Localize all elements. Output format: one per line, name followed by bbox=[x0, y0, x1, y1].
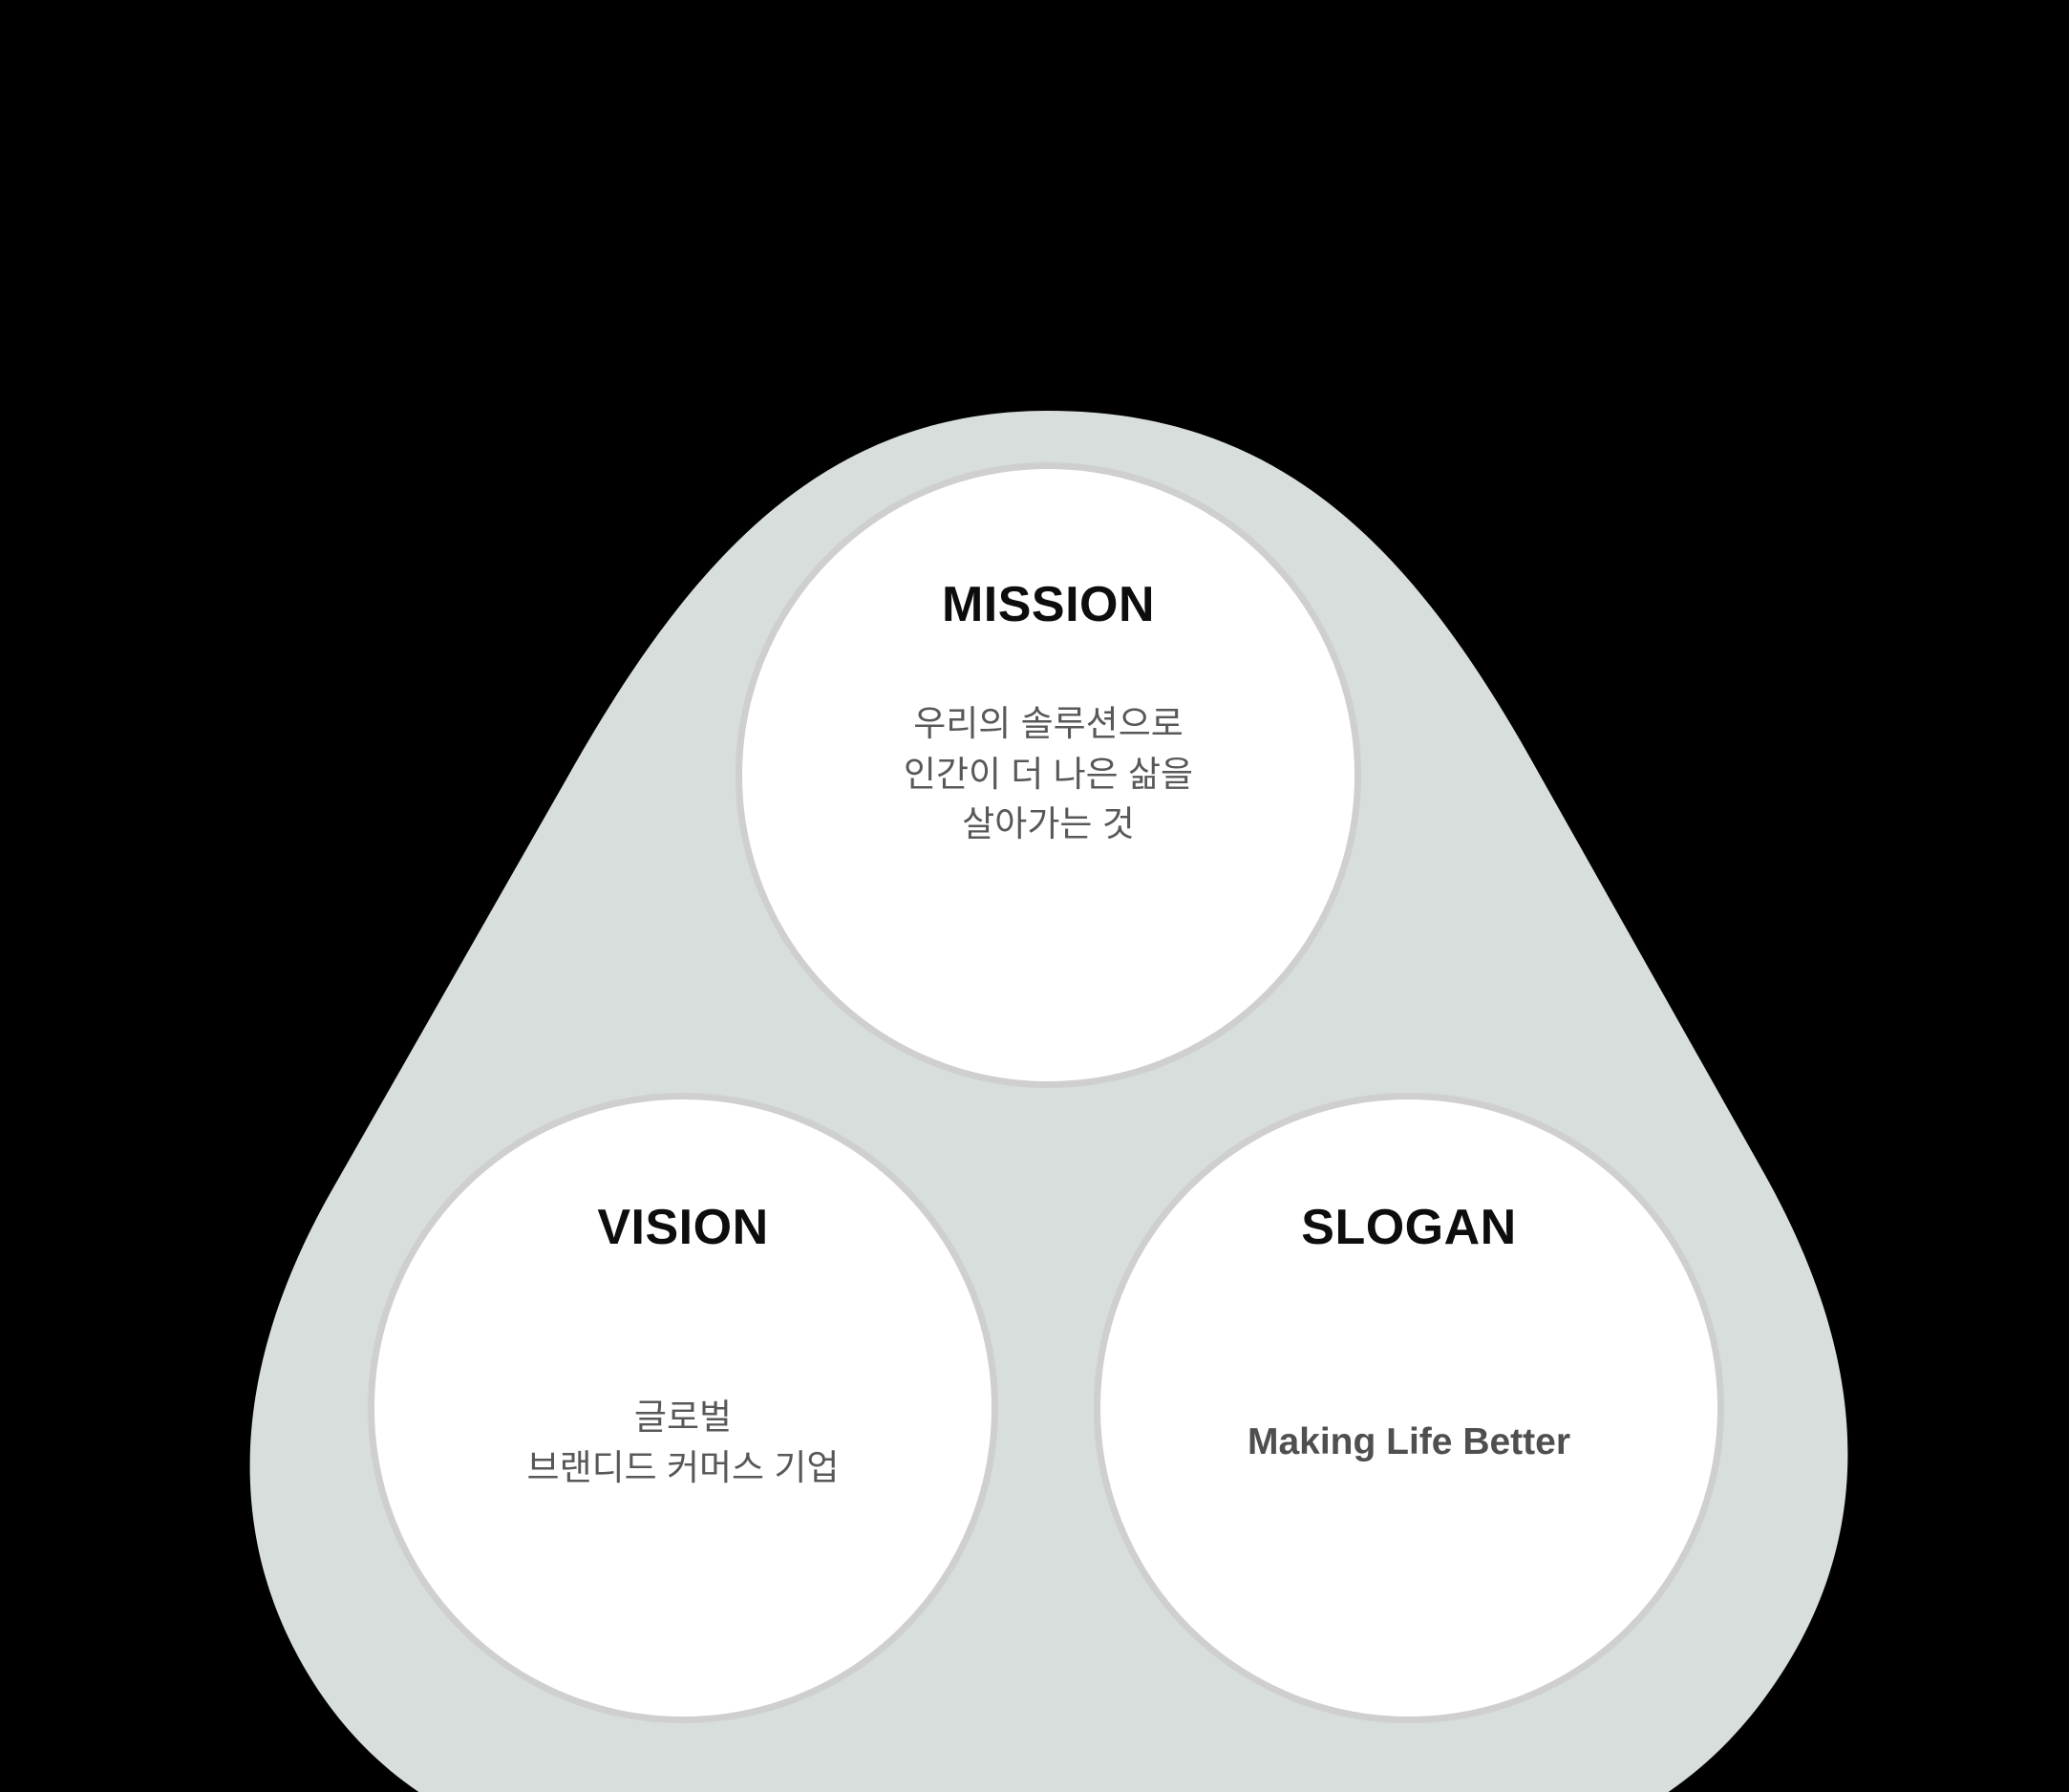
vision-body: 글로벌 브랜디드 커머스 기업 bbox=[526, 1397, 840, 1487]
mission-body: 우리의 솔루션으로 인간이 더 나은 삶을 살아가는 것 bbox=[903, 704, 1194, 844]
slogan-body: Making Life Better bbox=[1247, 1421, 1571, 1462]
mission-title: MISSION bbox=[941, 577, 1156, 632]
slogan-title: SLOGAN bbox=[1301, 1200, 1517, 1255]
vision-circle[interactable]: VISION 글로벌 브랜디드 커머스 기업 bbox=[368, 1093, 998, 1723]
mission-circle[interactable]: MISSION 우리의 솔루션으로 인간이 더 나은 삶을 살아가는 것 bbox=[736, 462, 1361, 1088]
slogan-circle[interactable]: SLOGAN Making Life Better bbox=[1094, 1093, 1724, 1723]
vision-title: VISION bbox=[597, 1200, 769, 1255]
